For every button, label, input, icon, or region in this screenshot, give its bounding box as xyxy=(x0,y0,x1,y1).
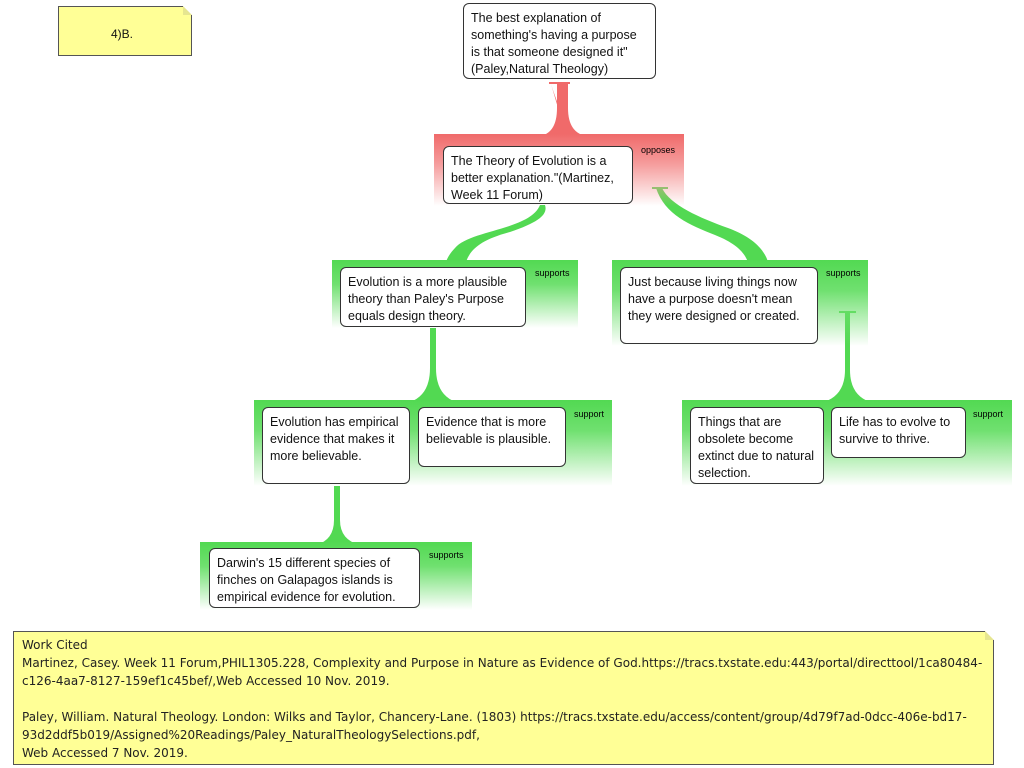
right-premise-a-box[interactable]: Things that are obsolete become extinct … xyxy=(690,407,824,484)
support-link-left xyxy=(446,205,546,262)
note-fold xyxy=(985,631,994,640)
evidence-box[interactable]: Darwin's 15 different species of finches… xyxy=(209,548,420,608)
label-note: 4)B. xyxy=(58,6,192,56)
support-link-left-premises xyxy=(410,328,456,402)
reason-left-box[interactable]: Evolution is a more plausible theory tha… xyxy=(340,267,526,327)
support-link-right-premises xyxy=(824,312,870,402)
reason-left-text: Evolution is a more plausible theory tha… xyxy=(348,275,508,323)
right-premise-b-box[interactable]: Life has to evolve to survive to thrive. xyxy=(831,407,966,458)
oppose-link-stem xyxy=(546,84,580,134)
works-cited-text: Work Cited Martinez, Casey. Week 11 Foru… xyxy=(22,638,983,760)
right-support-relation-label: support xyxy=(973,409,1004,419)
evidence-text: Darwin's 15 different species of finches… xyxy=(217,556,396,604)
reason-right-box[interactable]: Just because living things now have a pu… xyxy=(620,267,818,344)
objection-box[interactable]: The Theory of Evolution is a better expl… xyxy=(443,146,633,204)
label-note-text: 4)B. xyxy=(111,27,134,41)
root-claim-text: The best explanation of something's havi… xyxy=(471,11,637,76)
left-premise-b-box[interactable]: Evidence that is more believable is plau… xyxy=(418,407,566,467)
note-fold xyxy=(183,6,192,15)
support-link-evidence xyxy=(316,486,360,545)
reason-left-relation-label: supports xyxy=(535,268,570,278)
left-premise-a-text: Evolution has empirical evidence that ma… xyxy=(270,415,399,463)
support-link-right xyxy=(656,188,768,262)
right-premise-a-text: Things that are obsolete become extinct … xyxy=(698,415,815,480)
reason-right-text: Just because living things now have a pu… xyxy=(628,275,800,323)
left-premise-a-box[interactable]: Evolution has empirical evidence that ma… xyxy=(262,407,410,484)
evidence-relation-label: supports xyxy=(429,550,464,560)
left-premise-b-text: Evidence that is more believable is plau… xyxy=(426,415,552,446)
reason-right-relation-label: supports xyxy=(826,268,861,278)
right-premise-b-text: Life has to evolve to survive to thrive. xyxy=(839,415,951,446)
objection-text: The Theory of Evolution is a better expl… xyxy=(451,154,614,202)
works-cited-note: Work Cited Martinez, Casey. Week 11 Foru… xyxy=(13,631,994,765)
root-claim-box[interactable]: The best explanation of something's havi… xyxy=(463,3,656,79)
left-support-relation-label: support xyxy=(574,409,605,419)
objection-relation-label: opposes xyxy=(641,145,676,155)
